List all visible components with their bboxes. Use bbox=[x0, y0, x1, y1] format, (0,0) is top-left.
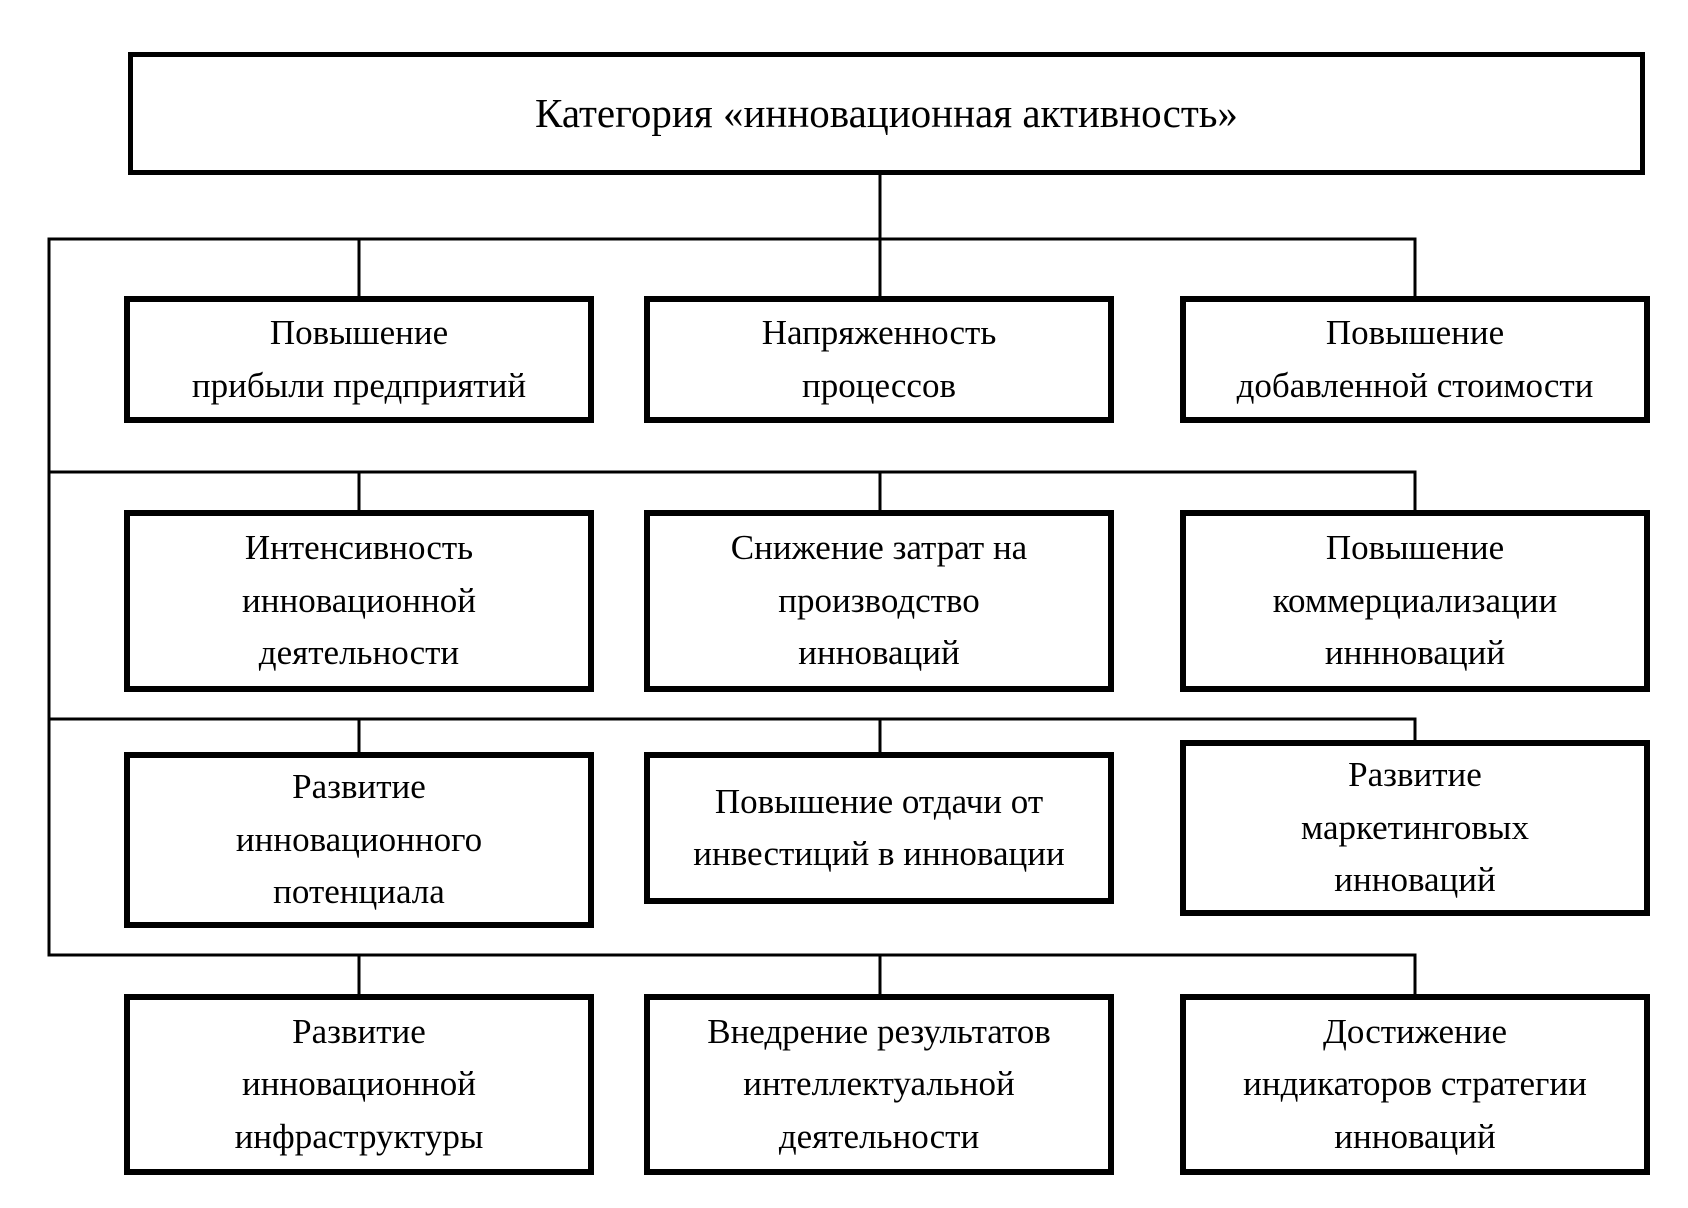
box-strategy-indicators-achievement: Достижение индикаторов стратегии инновац… bbox=[1180, 994, 1650, 1175]
box-innovation-potential-development: Развитие инновационного потенциала bbox=[124, 752, 594, 928]
box-profit-increase: Повышение прибыли предприятий bbox=[124, 296, 594, 423]
box-innovation-activity-intensity: Интенсивность инновационной деятельности bbox=[124, 510, 594, 692]
box-value-added-increase: Повышение добавленной стоимости bbox=[1180, 296, 1650, 423]
diagram-title: Категория «инновационная активность» bbox=[128, 52, 1645, 175]
box-intellectual-results-implementation: Внедрение результатов интеллектуальной д… bbox=[644, 994, 1114, 1175]
box-innovation-cost-reduction: Снижение затрат на производство инноваци… bbox=[644, 510, 1114, 692]
box-process-intensity: Напряженность процессов bbox=[644, 296, 1114, 423]
box-marketing-innovation-development: Развитие маркетинговых инноваций bbox=[1180, 740, 1650, 916]
box-commercialization-increase: Повышение коммерциализации иннноваций bbox=[1180, 510, 1650, 692]
box-innovation-infrastructure-development: Развитие инновационной инфраструктуры bbox=[124, 994, 594, 1175]
box-investment-return-increase: Повышение отдачи от инвестиций в инновац… bbox=[644, 752, 1114, 904]
